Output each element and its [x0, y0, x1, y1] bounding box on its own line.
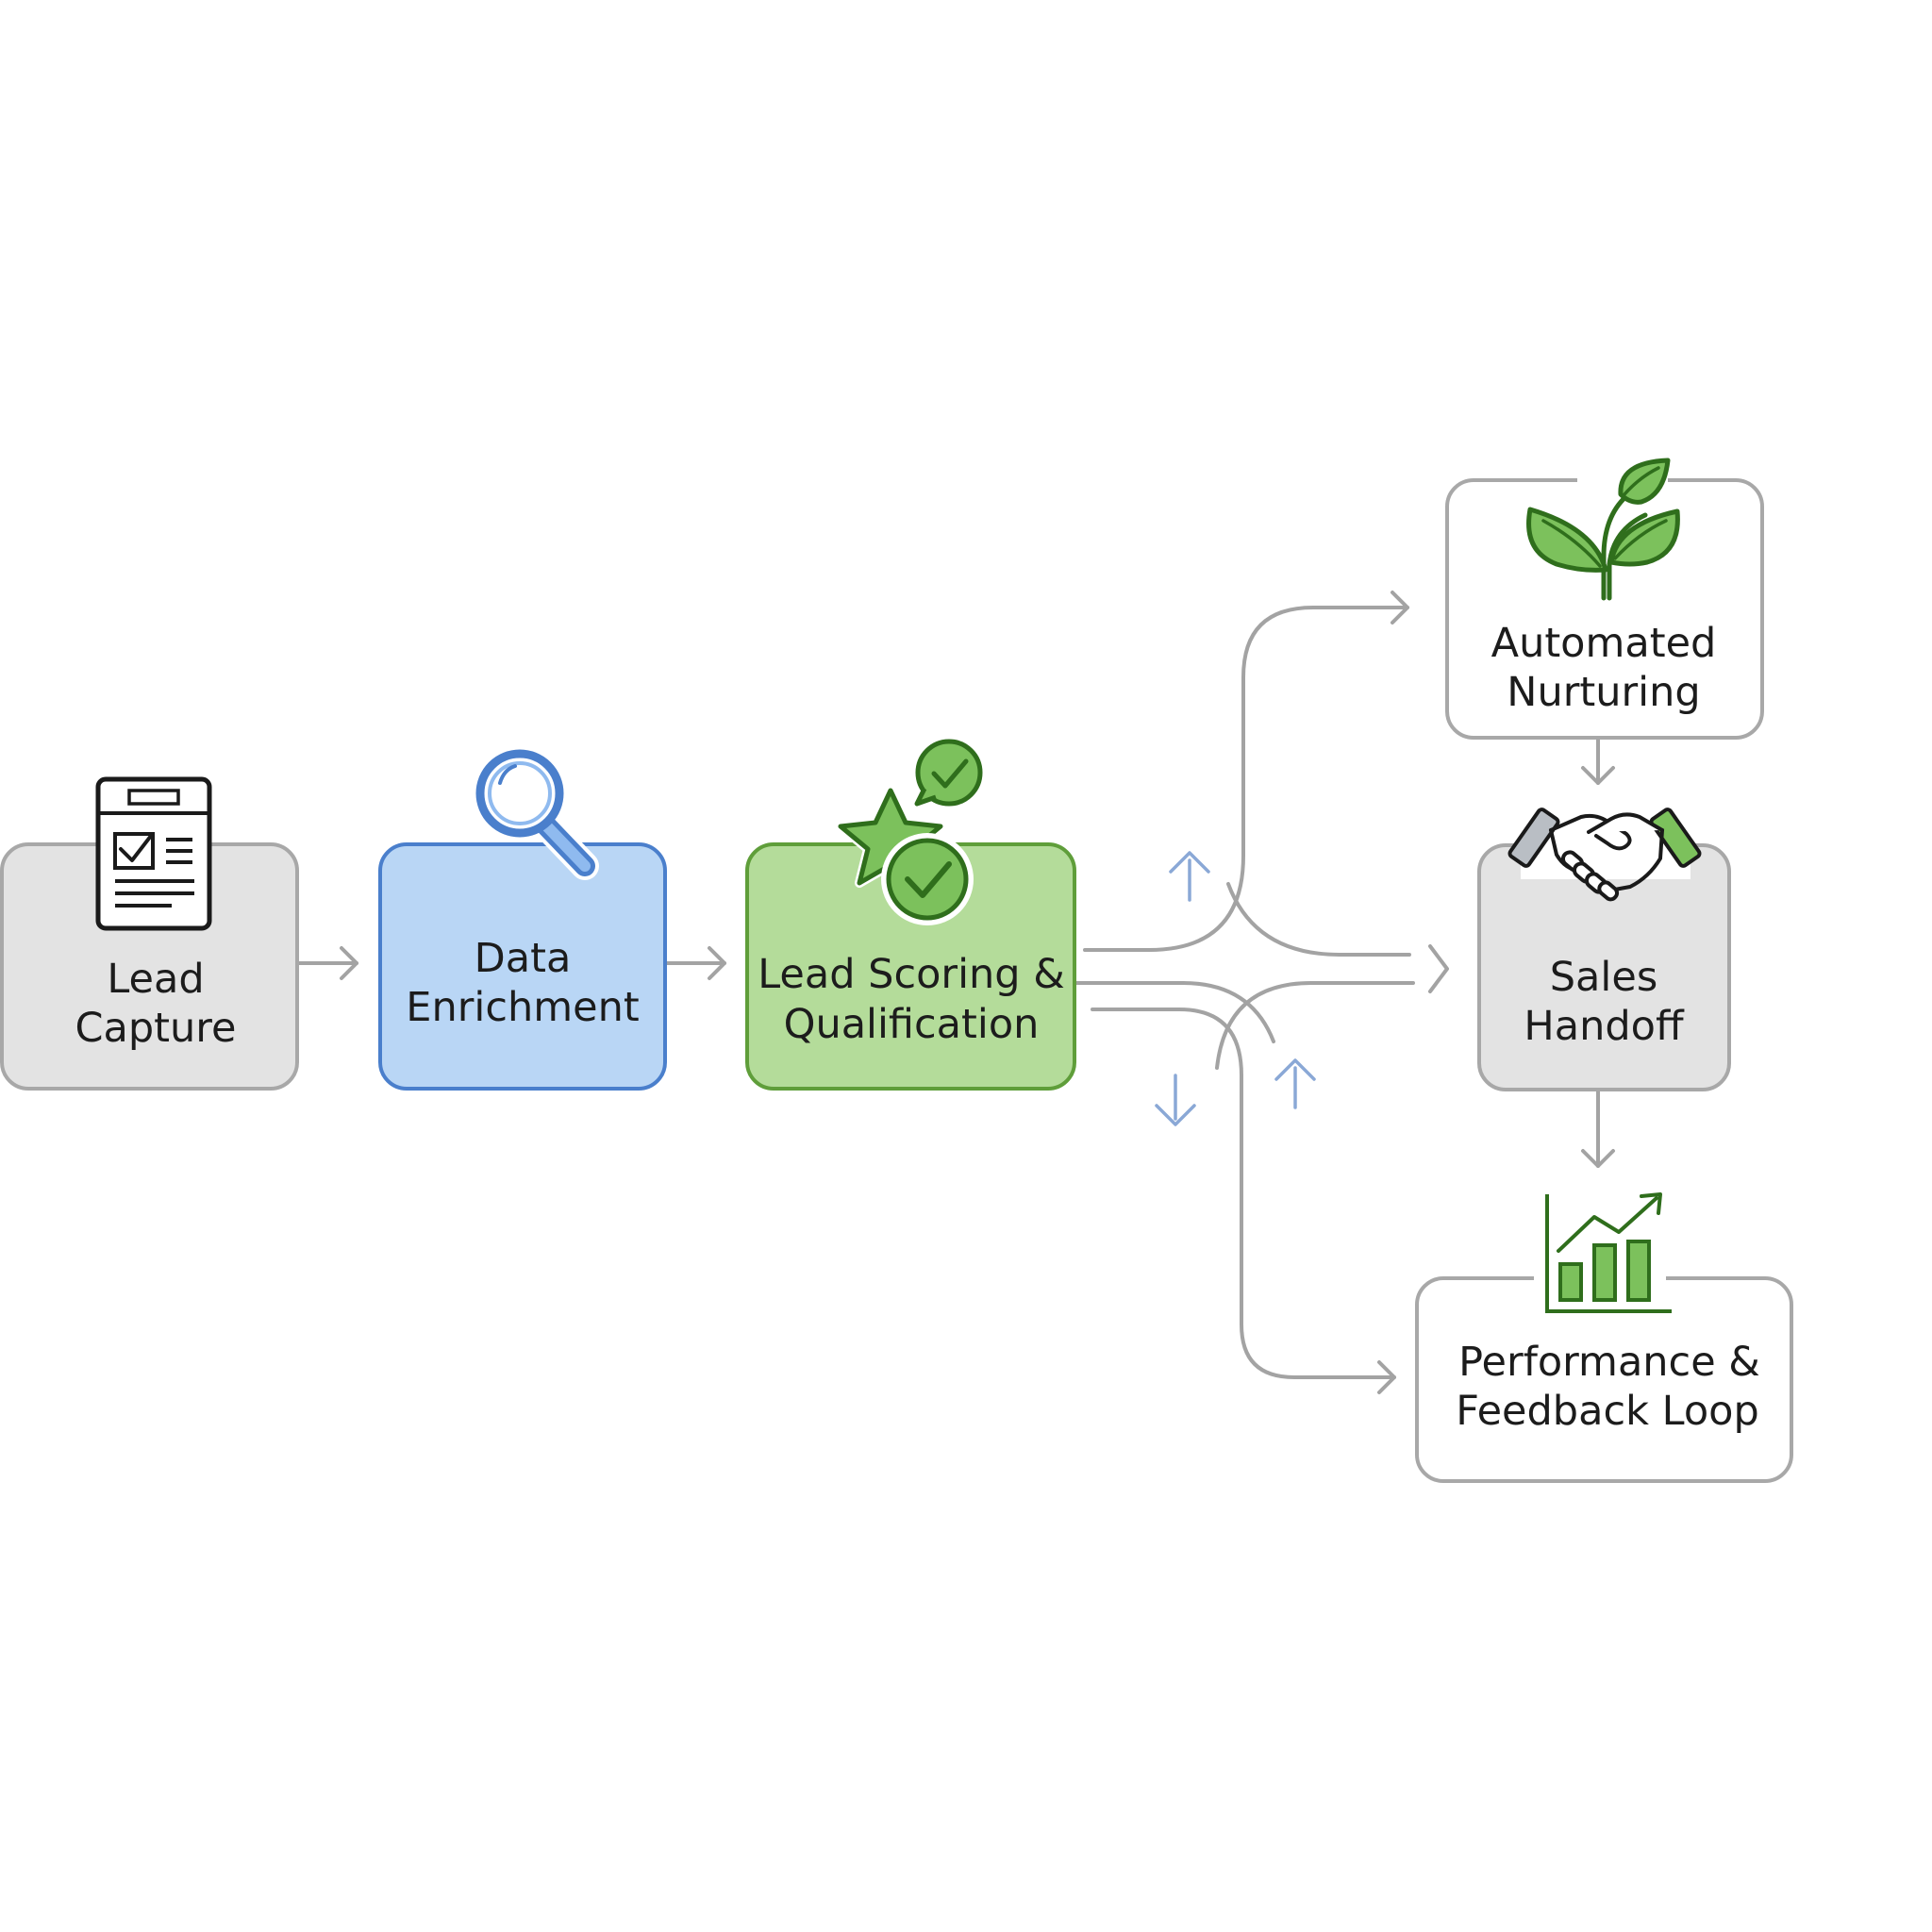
- bar-chart-growth-icon: [1534, 1185, 1672, 1313]
- check-bubble-icon: [914, 739, 983, 807]
- edge-scoring-to-handoff-a: [1226, 882, 1449, 993]
- node-label-line2: Nurturing: [1507, 669, 1700, 716]
- node-performance-feedback[interactable]: Performance & Feedback Loop: [1415, 1185, 1793, 1483]
- handshake-icon: [1507, 804, 1702, 902]
- edge-scoring-to-nurturing: [1083, 591, 1409, 952]
- form-checklist-icon: [95, 776, 212, 931]
- node-label-line2: Feedback Loop: [1456, 1388, 1759, 1435]
- edge-nurturing-to-handoff: [1581, 736, 1615, 785]
- check-circle-icon: [881, 833, 974, 925]
- node-lead-capture[interactable]: Lead Capture: [0, 776, 299, 1091]
- star-check-icon: [836, 739, 983, 925]
- edge-scoring-to-handoff-b: [1074, 981, 1415, 1070]
- node-label-line1: Lead: [107, 956, 204, 1003]
- magnifier-icon: [475, 749, 599, 880]
- up-arrow-icon: [1169, 851, 1210, 902]
- node-lead-scoring[interactable]: Lead Scoring & Qualification: [745, 739, 1076, 1091]
- node-label-line1: Lead Scoring &: [758, 951, 1065, 998]
- edge-scoring-to-feedback: [1091, 1008, 1396, 1394]
- node-label-line2: Enrichment: [406, 984, 639, 1031]
- edge-capture-to-enrichment: [296, 946, 358, 980]
- edge-handoff-to-feedback: [1581, 1089, 1615, 1168]
- edge-enrichment-to-scoring: [664, 946, 726, 980]
- node-label-line1: Sales: [1550, 954, 1657, 1001]
- node-label-line1: Performance &: [1458, 1339, 1760, 1386]
- node-label-line2: Capture: [75, 1005, 237, 1052]
- up-arrow-icon: [1274, 1058, 1316, 1109]
- node-label-line2: Qualification: [784, 1001, 1040, 1048]
- node-data-enrichment[interactable]: Data Enrichment: [378, 749, 667, 1091]
- connectors: [296, 591, 1615, 1394]
- node-automated-nurturing[interactable]: Automated Nurturing: [1445, 458, 1764, 740]
- node-label-line2: Handoff: [1524, 1003, 1685, 1050]
- down-arrow-icon: [1155, 1074, 1196, 1126]
- sprout-icon: [1526, 458, 1680, 601]
- node-label-line1: Automated: [1491, 620, 1717, 667]
- node-sales-handoff[interactable]: Sales Handoff: [1477, 804, 1731, 1091]
- node-label-line1: Data: [475, 935, 572, 982]
